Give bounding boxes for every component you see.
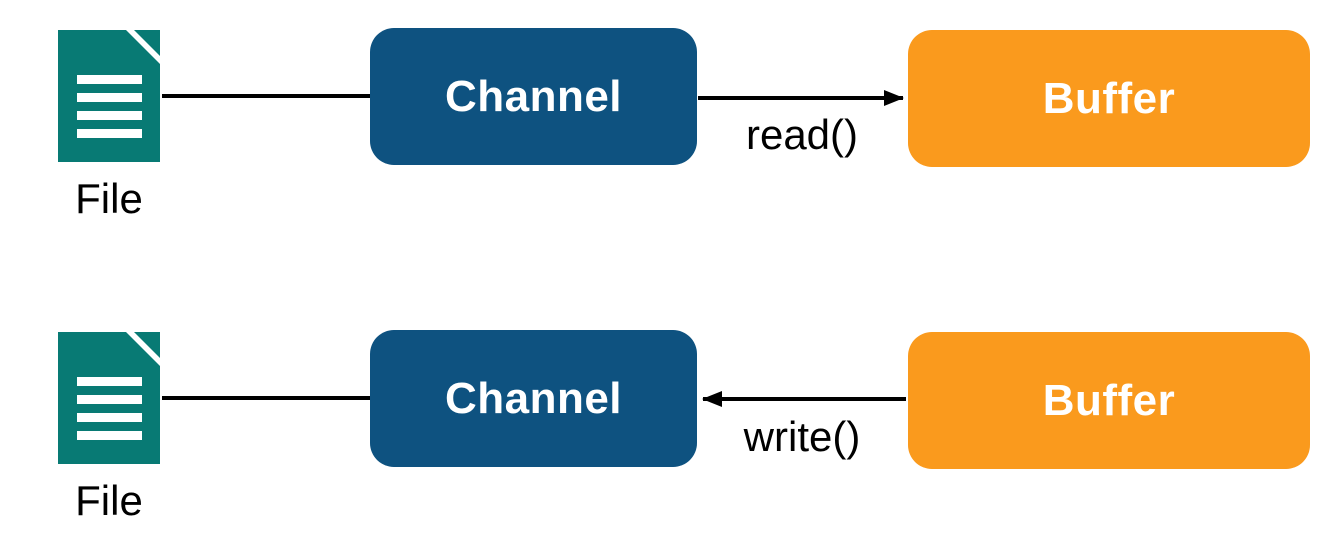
file-icon-text-line: [77, 431, 142, 440]
file-label: File: [75, 477, 143, 524]
file-icon-folded-corner: [134, 332, 160, 358]
read-arrow-label: read(): [745, 111, 859, 158]
file-icon-text-line: [77, 111, 142, 120]
file-icon-text-line: [77, 377, 142, 386]
write-arrow-label: write(): [743, 413, 861, 460]
channel-node: Channel: [370, 28, 697, 165]
file-icon-folded-corner: [134, 30, 160, 56]
file-icon-text-line: [77, 129, 142, 138]
channel-node: Channel: [370, 330, 697, 467]
file-label: File: [75, 175, 143, 222]
buffer-node: Buffer: [908, 332, 1310, 469]
buffer-node: Buffer: [908, 30, 1310, 167]
file-icon-text-line: [77, 413, 142, 422]
file-icon: [58, 332, 160, 464]
file-icon-text-line: [77, 75, 142, 84]
file-icon-text-line: [77, 93, 142, 102]
file-icon: [58, 30, 160, 162]
file-icon-text-line: [77, 395, 142, 404]
